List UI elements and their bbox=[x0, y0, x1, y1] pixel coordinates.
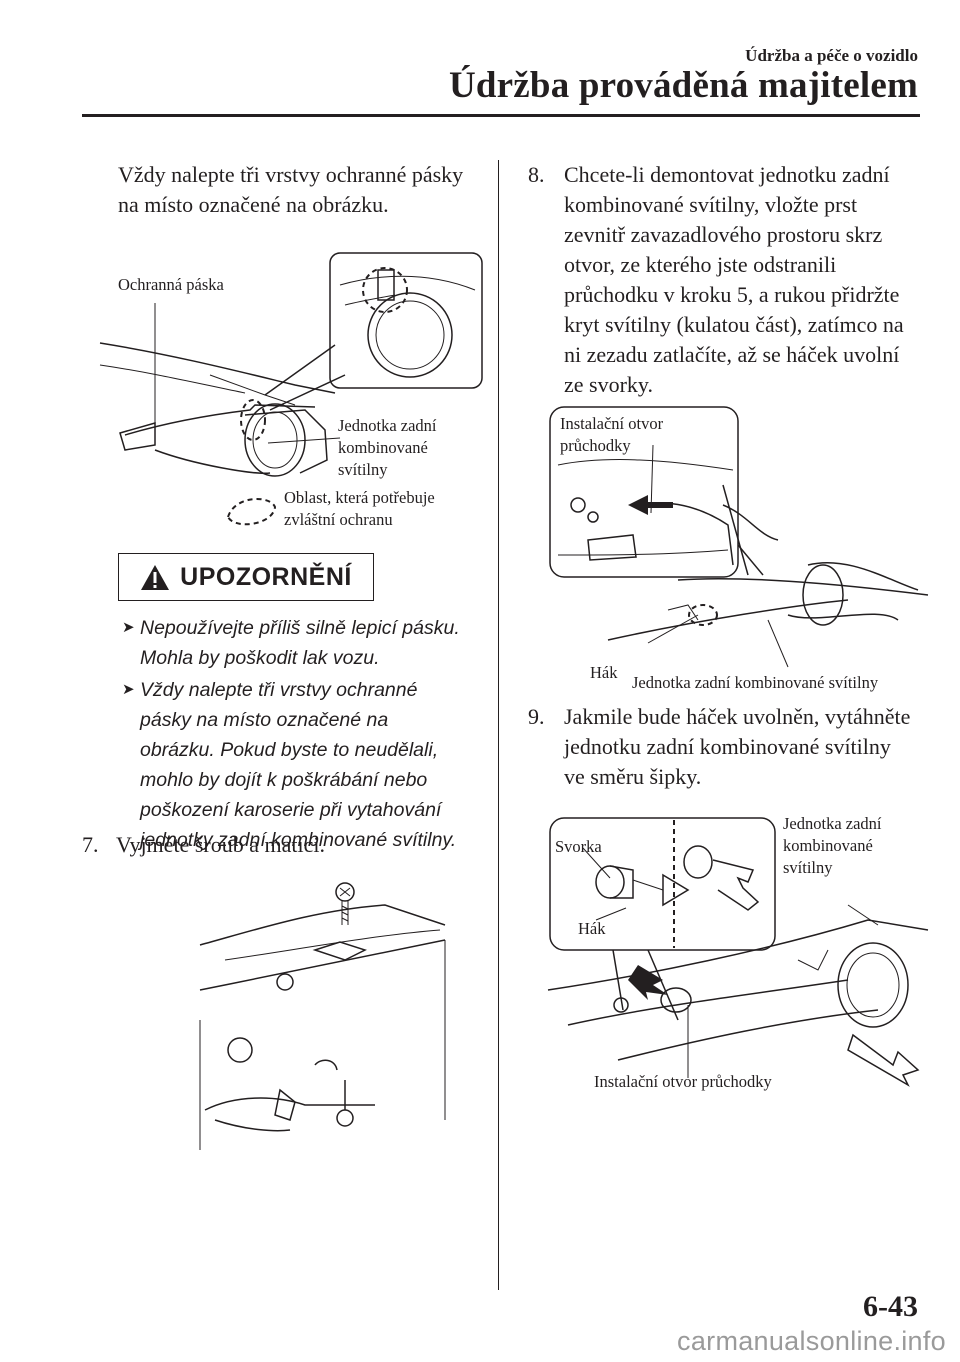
label-line: Jednotka zadní bbox=[783, 814, 882, 833]
warning-line: obrázku. Pokud byste to neudělali, bbox=[140, 739, 439, 761]
step-7: 7. Vyjměte šroub a matici. bbox=[82, 830, 482, 860]
warning-triangle-icon bbox=[141, 564, 170, 590]
warning-line: Nepoužívejte příliš silně lepicí pásku. bbox=[140, 617, 460, 639]
legend-dashed-icon bbox=[226, 497, 277, 526]
step-line: ve směru šipky. bbox=[564, 764, 702, 789]
column-divider bbox=[498, 160, 499, 1290]
step-line: jednotku zadní kombinované svítilny bbox=[564, 734, 891, 759]
step-line: zevnitř zavazadlového prostoru skrz bbox=[564, 222, 883, 247]
step-line: ze svorky. bbox=[564, 372, 653, 397]
step-line: kryt svítilny (kulatou část), zatímco na bbox=[564, 312, 904, 337]
warning-list: ➤ Nepoužívejte příliš silně lepicí pásku… bbox=[122, 613, 492, 857]
warning-line: pásky na místo označené na bbox=[140, 709, 389, 731]
warning-line: poškození karoserie při vytahování bbox=[140, 799, 442, 821]
label-line: Jednotka zadní bbox=[338, 416, 437, 435]
section-label: Údržba a péče o vozidlo bbox=[745, 46, 918, 65]
inset-dashed-area bbox=[362, 267, 408, 313]
step-text: Jakmile bude háček uvolněn, vytáhněte je… bbox=[528, 702, 928, 792]
inset-frame bbox=[549, 817, 776, 951]
step-line: Chcete-li demontovat jednotku zadní bbox=[564, 162, 890, 187]
dashed-area bbox=[688, 604, 718, 626]
inset-frame bbox=[329, 252, 483, 389]
label-line: kombinované bbox=[783, 836, 873, 855]
clip-icon bbox=[595, 865, 625, 899]
label-line: průchodky bbox=[560, 436, 631, 455]
step-text: Chcete-li demontovat jednotku zadní komb… bbox=[528, 160, 928, 400]
label-rear-lamp-unit: Jednotka zadní kombinované svítilny bbox=[632, 673, 879, 692]
label-line: svítilny bbox=[338, 460, 388, 479]
arrow-left-icon bbox=[628, 495, 648, 515]
label-protective-tape: Ochranná páska bbox=[118, 275, 224, 294]
page-number: 6-43 bbox=[863, 1290, 918, 1323]
label-rear-lamp-unit: Jednotka zadní kombinované svítilny bbox=[783, 813, 882, 879]
label-hook: Hák bbox=[578, 919, 606, 938]
step-number: 9. bbox=[528, 704, 545, 729]
figure-screw-nut bbox=[199, 882, 446, 1150]
label-rear-lamp-unit: Jednotka zadní kombinované svítilny bbox=[338, 415, 437, 481]
step-line: ni zezadu zatlačíte, až se háček uvolní bbox=[564, 342, 900, 367]
warning-box: UPOZORNĚNÍ bbox=[118, 553, 374, 601]
label-line: svítilny bbox=[783, 858, 833, 877]
warning-line: Vždy nalepte tři vrstvy ochranné bbox=[140, 679, 418, 701]
dashed-area-on-car bbox=[240, 399, 266, 441]
step-line: Jakmile bude háček uvolněn, vytáhněte bbox=[564, 704, 911, 729]
label-line: kombinované bbox=[338, 438, 428, 457]
label-grommet-hole: Instalační otvor průchodky bbox=[594, 1072, 772, 1091]
figure-protective-tape bbox=[99, 252, 483, 526]
warning-label: UPOZORNĚNÍ bbox=[180, 562, 352, 591]
label-line: Instalační otvor bbox=[560, 414, 664, 433]
warning-line: Mohla by poškodit lak vozu. bbox=[140, 647, 380, 669]
label-grommet-hole: Instalační otvor průchodky bbox=[560, 413, 663, 457]
page-title: Údržba prováděná majitelem bbox=[448, 65, 918, 106]
arrow-bullet-icon: ➤ bbox=[122, 619, 135, 636]
warning-line: mohlo by dojít k poškrábání nebo bbox=[140, 769, 428, 791]
step-8: 8. Chcete-li demontovat jednotku zadní k… bbox=[528, 160, 928, 400]
clip-released-icon bbox=[683, 845, 713, 879]
arrow-bullet-icon: ➤ bbox=[122, 681, 135, 698]
step-line: průchodku v kroku 5, a rukou přidržte bbox=[564, 282, 900, 307]
step-number: 8. bbox=[528, 162, 545, 187]
warning-item: ➤ Vždy nalepte tři vrstvy ochranné pásky… bbox=[122, 675, 492, 855]
step-text: Vyjměte šroub a matici. bbox=[116, 832, 325, 857]
inset-frame bbox=[549, 406, 739, 578]
legend-line: zvláštní ochranu bbox=[284, 510, 393, 529]
figure-release-hook bbox=[549, 406, 929, 668]
label-clip: Svorka bbox=[555, 837, 602, 856]
legend-special-area: Oblast, která potřebuje zvláštní ochranu bbox=[284, 487, 435, 531]
legend-line: Oblast, která potřebuje bbox=[284, 488, 435, 507]
step-line: otvor, ze kterého jste odstranili bbox=[564, 252, 837, 277]
arrow-right-icon bbox=[662, 873, 690, 907]
warning-line: jednotky zadní kombinované svítilny. bbox=[140, 829, 457, 851]
watermark: carmanualsonline.info bbox=[677, 1326, 946, 1356]
intro-paragraph: Vždy nalepte tři vrstvy ochranné pásky n… bbox=[118, 160, 463, 220]
screw-head-icon bbox=[335, 882, 355, 902]
intro-line: Vždy nalepte tři vrstvy ochranné pásky bbox=[118, 162, 464, 187]
label-hook: Hák bbox=[590, 663, 618, 682]
figure-pull-out bbox=[547, 817, 929, 1087]
step-9: 9. Jakmile bude háček uvolněn, vytáhněte… bbox=[528, 702, 928, 792]
arrow-left-icon bbox=[628, 965, 668, 1000]
intro-line: na místo označené na obrázku. bbox=[118, 192, 389, 217]
step-line: kombinované svítilny, vložte prst bbox=[564, 192, 858, 217]
pull-arrow-icon bbox=[847, 1033, 920, 1087]
nut-icon bbox=[336, 1109, 354, 1127]
warning-item: ➤ Nepoužívejte příliš silně lepicí pásku… bbox=[122, 613, 492, 673]
header-rule bbox=[82, 114, 920, 117]
step-number: 7. bbox=[82, 832, 99, 857]
